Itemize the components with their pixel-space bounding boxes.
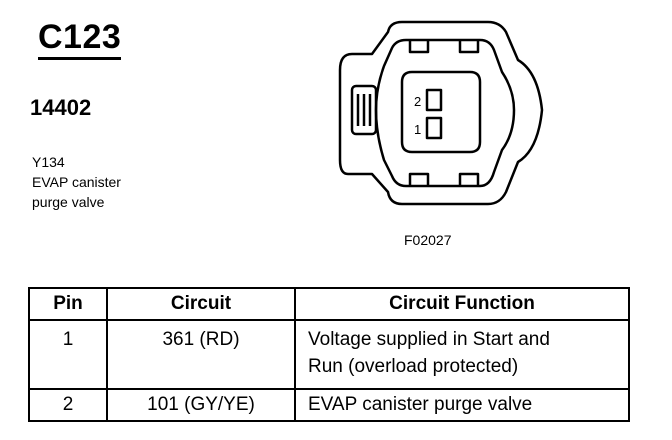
connector-id-underline: [38, 57, 121, 60]
cell-circuit-function: Voltage supplied in Start and Run (overl…: [294, 319, 630, 390]
description-line: Y134: [32, 154, 65, 170]
function-line: Run (overload protected): [308, 356, 519, 377]
connector-lock-tab: [350, 84, 378, 136]
pin-cavity-2: [425, 88, 443, 112]
table-row: 1 361 (RD) Voltage supplied in Start and…: [28, 319, 630, 390]
pin-label-2: 2: [414, 94, 421, 109]
table-header-row: Pin Circuit Circuit Function: [28, 287, 630, 321]
connector-id: C123: [38, 18, 122, 56]
connector-face-diagram: 2 1: [338, 20, 544, 206]
pin-label-1: 1: [414, 122, 421, 137]
table-row: 2 101 (GY/YE) EVAP canister purge valve: [28, 388, 630, 422]
connector-housing-outline: [338, 20, 544, 206]
description-line: EVAP canister: [32, 174, 121, 190]
function-line: Voltage supplied in Start and: [308, 329, 550, 350]
cell-pin: 2: [28, 388, 108, 422]
figure-code: F02027: [404, 232, 452, 248]
cell-circuit: 361 (RD): [106, 319, 296, 390]
part-number: 14402: [30, 95, 92, 120]
header-pin: Pin: [28, 287, 108, 321]
cell-circuit-function: EVAP canister purge valve: [294, 388, 630, 422]
connector-inner-body: [374, 38, 516, 188]
header-circuit-function: Circuit Function: [294, 287, 630, 321]
pin-cavity-block: [400, 70, 482, 154]
component-description: Y134 EVAP canister purge valve: [32, 152, 121, 212]
cell-circuit: 101 (GY/YE): [106, 388, 296, 422]
connector-top-latch: [408, 40, 480, 54]
header-circuit: Circuit: [106, 287, 296, 321]
description-line: purge valve: [32, 194, 105, 210]
function-line: EVAP canister purge valve: [308, 394, 533, 415]
pinout-table: Pin Circuit Circuit Function 1 361 (RD) …: [28, 287, 630, 422]
pin-cavity-1: [425, 116, 443, 140]
cell-pin: 1: [28, 319, 108, 390]
connector-bottom-latch: [408, 172, 480, 186]
